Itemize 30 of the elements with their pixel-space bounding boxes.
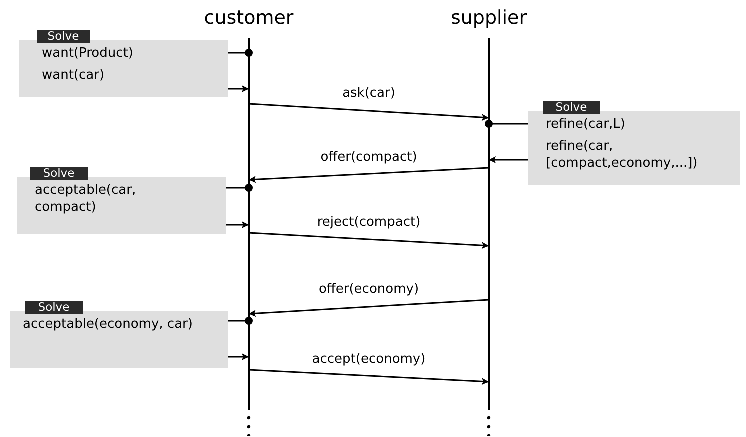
arrow <box>248 299 490 318</box>
arrow <box>248 167 490 184</box>
edge-label: ask(car) <box>342 86 396 101</box>
predicate-text: refine(car,L) <box>546 116 626 133</box>
predicate-text: acceptable(car, compact) <box>35 182 138 216</box>
dot-connector <box>226 184 253 192</box>
tab-label: Solve <box>37 30 90 43</box>
edge-label: offer(economy) <box>318 282 420 297</box>
arrow <box>226 222 249 228</box>
arrow <box>248 369 490 386</box>
dot-connector <box>485 120 528 128</box>
arrow <box>248 103 490 122</box>
edge-label: offer(compact) <box>320 150 418 165</box>
predicate-text: acceptable(economy, car) <box>23 316 193 333</box>
arrow <box>228 86 249 92</box>
lifeline-title: supplier <box>450 6 528 30</box>
tab-label: Solve <box>25 301 83 314</box>
lifeline-title: customer <box>203 6 295 30</box>
dot-connector <box>228 49 253 57</box>
arrow <box>248 232 490 250</box>
arrow <box>228 354 249 360</box>
predicate-text: refine(car, [compact,economy,...]) <box>546 138 699 172</box>
predicate-text: want(car) <box>42 67 106 84</box>
tab-label: Solve <box>543 101 600 114</box>
edge-label: reject(compact) <box>316 215 422 230</box>
tab-label: Solve <box>30 167 88 180</box>
predicate-text: want(Product) <box>42 45 134 62</box>
arrow <box>489 156 528 164</box>
edge-label: accept(economy) <box>311 352 427 367</box>
dot-connector <box>228 317 253 325</box>
